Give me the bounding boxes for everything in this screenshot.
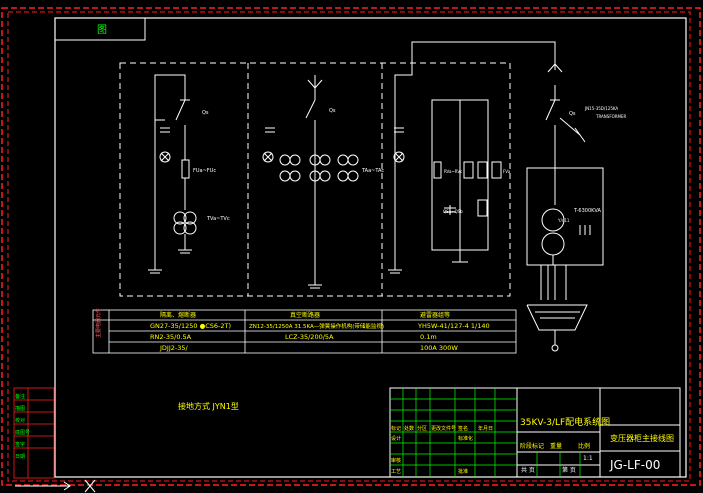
- tb-r1-1: 处数: [404, 425, 414, 432]
- outer-border: [1, 7, 701, 486]
- label-qf: Qs: [569, 111, 576, 117]
- table-header-3: 避雷器组等: [420, 311, 450, 319]
- table-cell-r0c1: ZN12-35/1250A 31.5KA—弹簧操作机构(带储能监视): [249, 322, 384, 330]
- tag-text: 图: [97, 24, 107, 36]
- tb-r2-1: 标准化: [458, 435, 473, 442]
- tb-r1-5: 年月日: [478, 425, 493, 432]
- tag-box: [54, 17, 146, 41]
- tb-r1-0: 标记: [391, 425, 401, 432]
- label-transformer: T-6300KVA: [573, 208, 602, 214]
- tb-r1-3: 更改文件号: [431, 425, 456, 432]
- tb-scale: 1:1: [583, 455, 593, 462]
- transformer-box: [526, 167, 604, 266]
- current-transformers: [279, 154, 359, 182]
- label-fv: FVa: [503, 169, 511, 174]
- side-strip-1: 描图: [15, 405, 25, 412]
- side-strip-4: 签字: [15, 441, 25, 448]
- tb-project-title: 35KV-3/LF配电系统图: [520, 416, 610, 428]
- tb-mid-2: 重量: [550, 442, 562, 450]
- inner-red-border: [7, 11, 691, 482]
- grounding-note: 接地方式 JYN1型: [178, 401, 239, 411]
- label-qs2: Qs: [329, 108, 336, 114]
- table-cell-r2c0: JDJJ2-35/: [159, 344, 189, 352]
- tb-mid-3: 比例: [578, 442, 590, 450]
- tb-r4-0: 工艺: [391, 469, 401, 475]
- ground-symbols: [148, 262, 402, 289]
- label-rv: RVa~RVc: [444, 169, 462, 174]
- tb-mid-1: 阶段标记: [520, 442, 544, 450]
- switch-symbols: [175, 63, 586, 143]
- table-cell-r0c2: YH5W-41/127-4 1/140: [417, 322, 490, 330]
- side-strip-2: 校对: [15, 417, 25, 424]
- table-cell-r1c0: RN2-35/0.5A: [150, 333, 192, 341]
- tb-r3-0: 审核: [391, 457, 401, 464]
- tb-drawing-number: JG-LF-00: [609, 458, 660, 472]
- bus-lines: [154, 41, 556, 285]
- title-block: [389, 387, 681, 478]
- side-strip-0: 备注: [15, 393, 25, 400]
- side-strip: [13, 387, 55, 479]
- tb-r4-3: 第 页: [562, 466, 576, 474]
- table-cell-r1c1: LCZ-35/200/5A: [285, 333, 334, 341]
- table-cell-r2c2: 100A 300W: [420, 344, 458, 352]
- load-terminal: [526, 304, 588, 352]
- origin-marker: [15, 479, 96, 493]
- table-header-1: 隔离、熔断器: [160, 311, 196, 319]
- side-strip-3: 底图号: [15, 429, 30, 436]
- label-tv: TVa~TVc: [206, 216, 230, 222]
- label-fu: FUa~FUc: [193, 168, 216, 174]
- table-cell-r1c2: 0.1m: [420, 333, 437, 341]
- label-ta: TAa~TAc: [361, 168, 384, 174]
- tb-r2-0: 设计: [391, 435, 401, 442]
- indicator-branches: [155, 119, 405, 163]
- drawing-frame: [54, 17, 687, 478]
- tb-r1-2: 分区: [417, 425, 427, 432]
- fuse-symbol: [181, 159, 190, 179]
- table-header-2: 真空断路器: [290, 311, 320, 319]
- title-block-grid: [390, 388, 581, 477]
- table-side-label: 主要电器元件: [95, 308, 102, 338]
- tb-drawing-name: 变压器柜主接线图: [610, 433, 674, 443]
- tb-r4-1: 批准: [458, 468, 468, 475]
- label-qs1: Qs: [202, 110, 209, 116]
- voltage-transformer: [173, 211, 197, 254]
- side-strip-5: 日期: [15, 454, 25, 460]
- label-qn: QSa~QSb: [443, 209, 463, 214]
- table-cell-r0c0: GN27-35/1250 ●CS6-2T): [150, 322, 231, 330]
- label-qf-spec2: TRANSFORMER: [595, 114, 627, 119]
- equipment-table: [92, 309, 517, 354]
- panel-outline: [119, 62, 511, 297]
- main-transformer: [540, 208, 591, 300]
- tb-r1-4: 签名: [458, 425, 468, 432]
- label-qf-spec: JN15-35D/125KA: [584, 106, 618, 111]
- label-tf-sub: Y/d11: [557, 218, 570, 223]
- surge-arresters: [433, 161, 502, 263]
- tb-r4-2: 共 页: [521, 466, 535, 474]
